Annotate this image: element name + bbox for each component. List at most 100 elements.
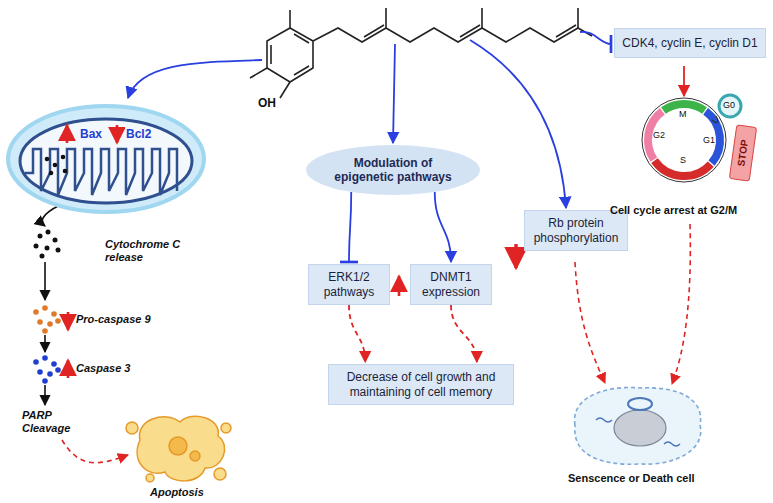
cytochrome-dots bbox=[45, 246, 50, 251]
molecule-structure bbox=[271, 34, 309, 75]
cascade bbox=[44, 335, 46, 352]
apoptotic-cell bbox=[137, 416, 225, 481]
process-box: CDK4, cyclin E, cyclin D1 bbox=[614, 28, 766, 58]
mitochondrion-outline bbox=[116, 125, 119, 143]
mitochondrion-outline bbox=[25, 149, 177, 195]
molecule-structure bbox=[280, 82, 290, 98]
cytochrome-dots bbox=[53, 238, 58, 243]
text-label: Apoptosis bbox=[150, 486, 204, 499]
action-arrows bbox=[393, 44, 395, 143]
procaspase-dots bbox=[42, 328, 48, 334]
dashed-arrows bbox=[672, 224, 690, 384]
cytochrome-dots bbox=[40, 254, 45, 259]
node-text: Rb protein phosphorylation bbox=[531, 216, 621, 245]
connector bbox=[435, 192, 451, 262]
mitochondrion-outline bbox=[8, 106, 204, 212]
mitochondrion-outline bbox=[20, 119, 192, 203]
text-label: OH bbox=[258, 97, 276, 111]
mitochondrion: BaxBcl2 bbox=[5, 103, 207, 215]
text-label: Cytochrome C release bbox=[105, 238, 183, 263]
senescent-cell bbox=[575, 387, 701, 464]
node-text: Modulation of epigenetic pathways bbox=[328, 156, 458, 185]
red-level-arrows bbox=[67, 312, 70, 330]
mitochondrion-outline bbox=[45, 157, 50, 162]
molecule-structure bbox=[386, 8, 578, 28]
caspase-dots bbox=[42, 355, 48, 361]
molecule-structure bbox=[364, 25, 576, 37]
caspase-dots bbox=[37, 369, 43, 375]
text-label: Pro-caspase 9 bbox=[76, 313, 151, 326]
connector bbox=[451, 305, 477, 362]
node-text: Decrease of cell growth and maintaining … bbox=[335, 370, 507, 399]
senescent-cell bbox=[575, 387, 701, 464]
text-label: PARP Cleavage bbox=[22, 409, 84, 434]
text-label: G0 bbox=[723, 100, 735, 110]
apoptotic-cell bbox=[126, 416, 231, 482]
cascade bbox=[42, 205, 60, 226]
cascade bbox=[44, 262, 46, 300]
action-arrows bbox=[580, 32, 611, 44]
cell-cycle bbox=[712, 116, 718, 123]
cytochrome-dots bbox=[56, 248, 61, 253]
apoptotic-cell bbox=[221, 423, 231, 433]
apoptotic-cell bbox=[126, 422, 138, 434]
text-label: G2 bbox=[653, 130, 665, 140]
caspase-dots bbox=[42, 378, 48, 384]
red-arrow bbox=[683, 66, 685, 96]
cytochrome-dots bbox=[34, 230, 61, 259]
mitochondrion-outline bbox=[63, 169, 68, 174]
caspase-dots bbox=[33, 355, 61, 384]
apoptotic-cell bbox=[169, 437, 187, 455]
action-arrows bbox=[470, 40, 566, 208]
molecule-structure bbox=[267, 28, 313, 82]
dashed-arrows bbox=[575, 262, 605, 383]
molecule-structure bbox=[250, 8, 592, 98]
red-level-arrows bbox=[67, 360, 70, 378]
red-level-arrows bbox=[398, 276, 401, 296]
cell-cycle bbox=[719, 95, 741, 117]
caspase-dots bbox=[55, 367, 61, 373]
action-arrows bbox=[128, 60, 262, 98]
mitochondrion-outline bbox=[5, 103, 207, 215]
text-label: Senscence or Death cell bbox=[568, 472, 695, 485]
process-box: Decrease of cell growth and maintaining … bbox=[328, 364, 514, 405]
cascade bbox=[44, 385, 46, 405]
mitochondrion-outline bbox=[61, 155, 66, 160]
cytochrome-dots bbox=[38, 234, 43, 239]
node-text: Bax bbox=[79, 127, 103, 141]
node-text: ERK1/2 pathways bbox=[315, 270, 383, 299]
mitochondrion-outline bbox=[53, 163, 58, 168]
procaspase-dots bbox=[42, 305, 48, 311]
molecule-structure bbox=[250, 68, 267, 78]
text-label: M bbox=[679, 109, 687, 119]
molecule-structure bbox=[313, 28, 592, 42]
caspase-dots bbox=[51, 361, 57, 367]
red-level-arrows bbox=[514, 244, 517, 268]
molecule-structure bbox=[289, 10, 291, 28]
text-label: Caspase 3 bbox=[76, 362, 130, 375]
process-box: DNMT1 expression bbox=[410, 264, 492, 305]
senescent-cell bbox=[614, 410, 666, 446]
cascade bbox=[42, 205, 60, 405]
pathway-ellipse: Modulation of epigenetic pathways bbox=[306, 145, 480, 195]
procaspase-dots bbox=[47, 321, 53, 327]
cell-cycle bbox=[642, 95, 741, 182]
text-label: S bbox=[680, 155, 686, 165]
node-text: CDK4, cyclin E, cyclin D1 bbox=[622, 36, 757, 50]
mitochondrion-outline bbox=[66, 125, 69, 143]
text-label: Cell cycle arrest at G2/M bbox=[610, 204, 737, 217]
procaspase-dots bbox=[37, 319, 43, 325]
cytochrome-dots bbox=[34, 244, 39, 249]
connector bbox=[349, 192, 351, 262]
node-text: DNMT1 expression bbox=[417, 270, 485, 299]
mitochondrion-outline bbox=[49, 171, 54, 176]
action-arrows bbox=[128, 32, 611, 208]
procaspase-dots bbox=[33, 309, 39, 315]
senescent-cell bbox=[628, 398, 652, 410]
apoptotic-cell bbox=[214, 468, 226, 480]
red-level-arrows bbox=[68, 244, 516, 378]
caspase-dots bbox=[47, 371, 53, 377]
process-box: ERK1/2 pathways bbox=[308, 264, 390, 305]
procaspase-dots bbox=[55, 318, 61, 324]
dashed-arrow bbox=[62, 440, 128, 463]
